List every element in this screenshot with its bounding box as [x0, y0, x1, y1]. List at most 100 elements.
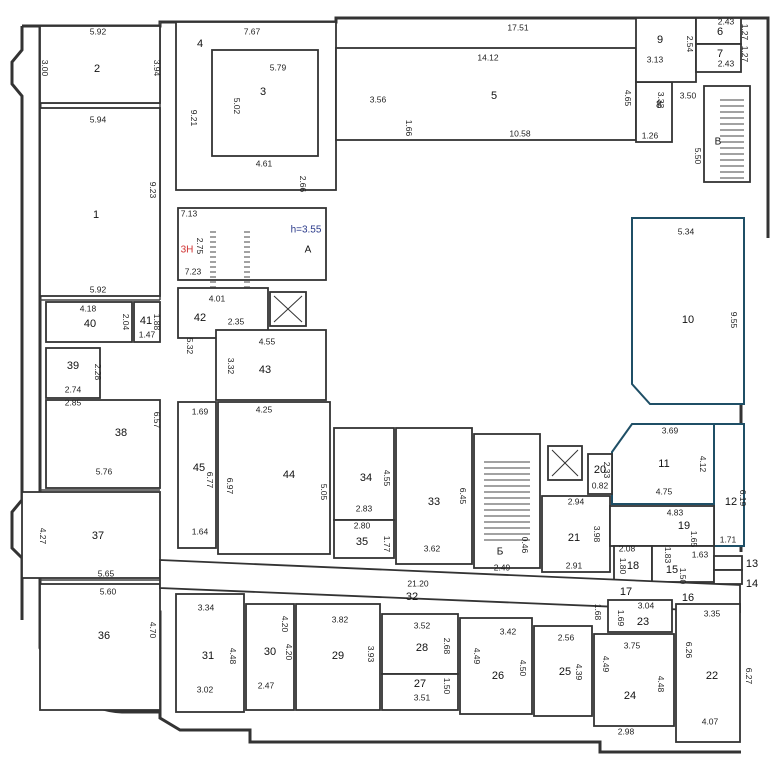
room-44[interactable] [217, 401, 331, 555]
room-20[interactable] [587, 453, 613, 495]
dimension-label: 1.50 [678, 568, 688, 585]
stair-b-label: Б [497, 547, 504, 558]
dimension-label: 4.39 [574, 664, 584, 681]
room-13[interactable] [713, 555, 743, 571]
dimension-label: 3.50 [680, 90, 697, 100]
room-28[interactable] [381, 613, 459, 675]
room-number-36: 36 [98, 630, 110, 642]
room-19[interactable] [609, 505, 715, 547]
dimension-label: 4.27 [38, 528, 48, 545]
dimension-label: 3.13 [647, 54, 664, 64]
room-6[interactable] [695, 17, 742, 45]
room-40[interactable] [45, 301, 133, 343]
room-45[interactable] [177, 401, 217, 549]
room-3[interactable] [211, 49, 319, 157]
room-number-31: 31 [202, 650, 214, 662]
dimension-label: 5.32 [185, 338, 195, 355]
dimension-label: 1.69 [616, 610, 626, 627]
room-41[interactable] [133, 301, 161, 343]
dimension-label: 2.66 [298, 176, 308, 193]
room-number-19: 19 [678, 520, 690, 532]
dimension-label: 4.20 [280, 616, 290, 633]
dimension-label: 1.26 [642, 130, 659, 140]
dimension-label: 2.04 [121, 314, 131, 331]
room-36[interactable] [39, 583, 161, 711]
dimension-label: 10.58 [509, 128, 531, 138]
dimension-label: 2.56 [558, 632, 575, 642]
room-21[interactable] [541, 495, 611, 573]
room-11[interactable] [611, 423, 715, 505]
dimension-label: 4.50 [518, 660, 528, 677]
dimension-label: 2.35 [228, 316, 245, 326]
room-31[interactable] [175, 593, 245, 713]
stair-b[interactable] [473, 433, 541, 569]
stair-a-label: А [305, 245, 312, 256]
room-15[interactable] [651, 545, 715, 583]
room-34[interactable] [333, 427, 395, 521]
dimension-label: 2.83 [356, 503, 373, 513]
room-37[interactable] [21, 491, 161, 579]
room-10[interactable] [631, 217, 745, 405]
room-5[interactable] [335, 47, 637, 141]
dimension-label: 0.46 [520, 537, 530, 554]
room-number-29: 29 [332, 650, 344, 662]
room-33[interactable] [395, 427, 473, 565]
room-29[interactable] [295, 603, 381, 711]
room-24[interactable] [593, 633, 675, 727]
room-2[interactable] [39, 25, 161, 104]
room-27[interactable] [381, 673, 459, 711]
room-1[interactable] [39, 107, 161, 297]
room-number-42: 42 [194, 312, 206, 324]
dimension-label: 7.67 [244, 26, 261, 36]
room-number-37: 37 [92, 530, 104, 542]
room-7[interactable] [695, 43, 742, 73]
room-number-16: 16 [682, 592, 694, 604]
room-25[interactable] [533, 625, 593, 717]
room-23[interactable] [607, 599, 673, 633]
dimension-label: 5.92 [90, 26, 107, 36]
room-number-39: 39 [67, 360, 79, 372]
dimension-label: 4.75 [656, 486, 673, 496]
room-number-45: 45 [193, 462, 205, 474]
room-9[interactable] [635, 17, 697, 83]
dimension-label: 0.82 [592, 480, 609, 490]
dimension-label: 3.93 [366, 646, 376, 663]
room-30[interactable] [245, 603, 295, 711]
dimension-label: 4.55 [382, 470, 392, 487]
dimension-label: 3.34 [198, 602, 215, 612]
dimension-label: 2.80 [354, 520, 371, 530]
dimension-label: 2.47 [258, 680, 275, 690]
dimension-label: 3.98 [592, 526, 602, 543]
room-26[interactable] [459, 617, 533, 715]
dimension-label: 4.83 [667, 507, 684, 517]
dimension-label: 3.62 [424, 543, 441, 553]
room-22[interactable] [675, 603, 741, 743]
dimension-label: 3.51 [414, 692, 431, 702]
dimension-label: 2.28 [93, 364, 103, 381]
room-18[interactable] [613, 545, 653, 583]
room-14[interactable] [713, 569, 743, 585]
dimension-label: 4.65 [623, 90, 633, 107]
room-number-17: 17 [620, 586, 632, 598]
stair-a[interactable] [177, 207, 327, 281]
dimension-label: 21.20 [407, 578, 429, 588]
dimension-label: 4.55 [259, 336, 276, 346]
room-43[interactable] [215, 329, 327, 401]
elevator-cross-left [273, 295, 303, 323]
dimension-label: 5.02 [232, 98, 242, 115]
room-39[interactable] [45, 347, 101, 399]
room-number-27: 27 [414, 678, 426, 690]
room-number-8: 8 [656, 99, 662, 111]
dimension-label: 2.49 [494, 562, 511, 572]
dimension-label: 4.49 [472, 648, 482, 665]
dimension-label: 6.97 [225, 478, 235, 495]
dimension-label: 6.19 [738, 490, 748, 507]
room-12[interactable] [713, 423, 745, 547]
dimension-label: 5.76 [96, 466, 113, 476]
room-38[interactable] [45, 399, 161, 489]
room-number-13: 13 [746, 558, 758, 570]
room-number-41: 41 [140, 315, 152, 327]
room-number-1: 1 [93, 209, 99, 221]
room-35[interactable] [333, 519, 395, 559]
dimension-label: 3.94 [152, 60, 162, 77]
